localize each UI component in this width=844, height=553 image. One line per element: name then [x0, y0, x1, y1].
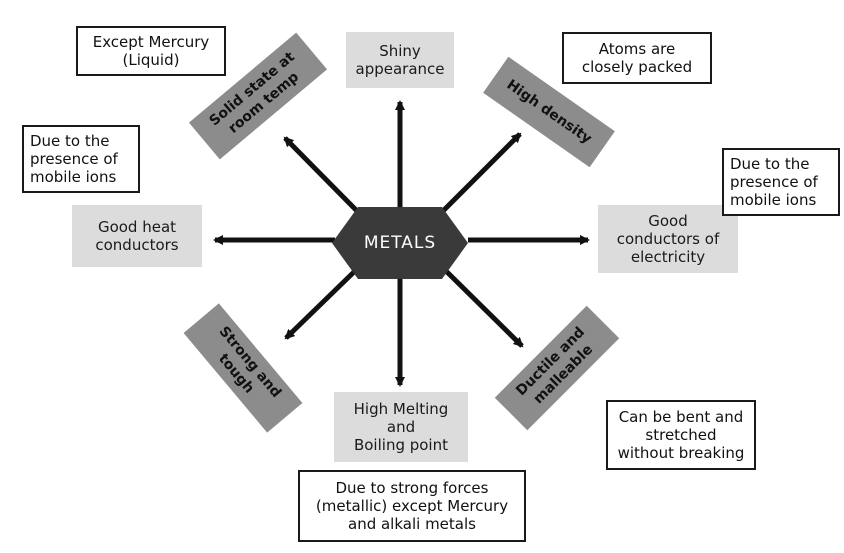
property-heat: Good heat conductors	[72, 205, 202, 267]
metals-hub: METALS	[330, 203, 470, 283]
property-shiny: Shiny appearance	[346, 32, 454, 88]
property-melting: High Melting and Boiling point	[334, 392, 468, 462]
note-forces-text: Due to strong forces (metallic) except M…	[315, 479, 509, 533]
arrow-up-left	[283, 136, 360, 214]
note-ions-left: Due to the presence of mobile ions	[22, 125, 140, 193]
property-heat-label: Good heat conductors	[95, 218, 179, 254]
note-mercury-text: Except Mercury (Liquid)	[92, 33, 210, 69]
note-ions-right: Due to the presence of mobile ions	[722, 148, 840, 216]
arrow-down-right	[443, 268, 524, 348]
note-bent-text: Can be bent and stretched without breaki…	[617, 408, 745, 462]
note-ions-left-text: Due to the presence of mobile ions	[30, 132, 118, 186]
note-bent: Can be bent and stretched without breaki…	[606, 400, 756, 470]
note-atoms: Atoms are closely packed	[562, 32, 712, 84]
property-shiny-label: Shiny appearance	[355, 42, 445, 78]
property-electricity: Good conductors of electricity	[598, 205, 738, 273]
note-mercury: Except Mercury (Liquid)	[76, 26, 226, 76]
property-electricity-label: Good conductors of electricity	[616, 212, 720, 266]
hub-label: METALS	[363, 233, 437, 253]
note-ions-right-text: Due to the presence of mobile ions	[730, 155, 818, 209]
arrow-down-left	[284, 268, 358, 340]
arrow-up-right	[440, 132, 522, 214]
property-melting-label: High Melting and Boiling point	[353, 400, 449, 454]
note-atoms-text: Atoms are closely packed	[581, 40, 693, 76]
note-forces: Due to strong forces (metallic) except M…	[298, 470, 526, 542]
